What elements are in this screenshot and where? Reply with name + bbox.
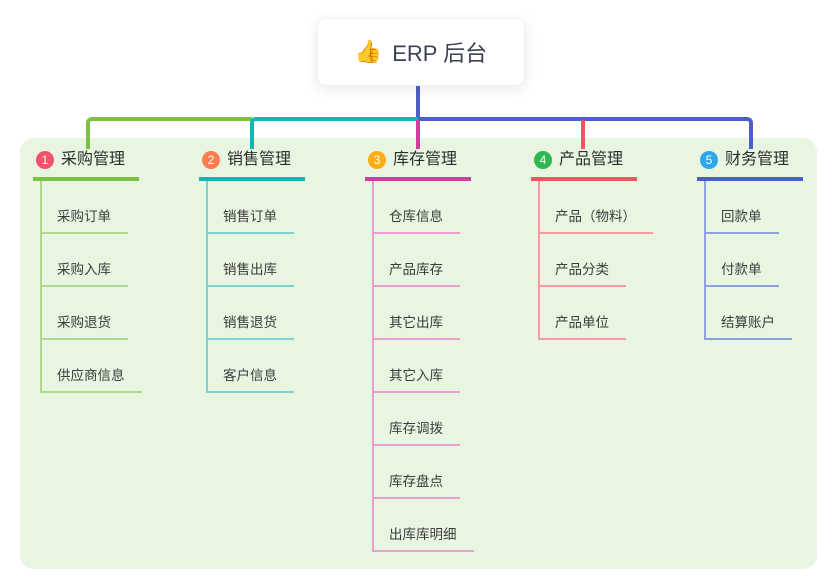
child-node-label: 产品分类 [540, 258, 626, 287]
branch-3: 3 库存管理仓库信息产品库存其它出库其它入库库存调拨库存盘点出库库明细 [365, 149, 474, 552]
child-node-label: 其它入库 [374, 364, 460, 393]
child-node[interactable]: 回款单 [704, 181, 803, 234]
child-node[interactable]: 付款单 [704, 234, 803, 287]
child-node[interactable]: 客户信息 [206, 340, 305, 393]
child-node[interactable]: 产品库存 [372, 234, 474, 287]
child-node-label: 出库库明细 [374, 523, 474, 552]
branch-4-children: 产品（物料） 产品分类产品单位 [538, 181, 653, 340]
child-node[interactable]: 库存调拨 [372, 393, 474, 446]
connector-branch-2 [250, 117, 418, 149]
child-node[interactable]: 库存盘点 [372, 446, 474, 499]
branch-label: 财务管理 [725, 151, 790, 168]
child-node[interactable]: 销售出库 [206, 234, 305, 287]
branch-1-children: 采购订单采购入库采购退货供应商信息 [40, 181, 142, 393]
connector-branch-3 [416, 120, 420, 149]
connector-root-trunk [416, 83, 420, 121]
child-node[interactable]: 销售退货 [206, 287, 305, 340]
child-node[interactable]: 结算账户 [704, 287, 803, 340]
child-node-label: 采购退货 [42, 311, 128, 340]
child-node-label: 销售退货 [208, 311, 294, 340]
branch-label: 采购管理 [61, 151, 126, 168]
branch-number-badge: 2 [202, 151, 220, 169]
child-node-label: 仓库信息 [374, 205, 460, 234]
branch-1-header[interactable]: 1 采购管理 [33, 149, 139, 181]
branch-2-children: 销售订单销售出库销售退货客户信息 [206, 181, 305, 393]
branch-2-header[interactable]: 2 销售管理 [199, 149, 305, 181]
connector-branch-4 [581, 120, 585, 149]
child-node[interactable]: 采购订单 [40, 181, 142, 234]
child-node[interactable]: 仓库信息 [372, 181, 474, 234]
child-node-label: 库存盘点 [374, 470, 460, 499]
child-node[interactable]: 销售订单 [206, 181, 305, 234]
branch-2: 2 销售管理销售订单销售出库销售退货客户信息 [199, 149, 305, 393]
branch-label: 库存管理 [393, 151, 458, 168]
branch-number-badge: 3 [368, 151, 386, 169]
branch-number-badge: 4 [534, 151, 552, 169]
branch-5-children: 回款单付款单结算账户 [704, 181, 803, 340]
child-node-label: 销售订单 [208, 205, 294, 234]
child-node[interactable]: 其它入库 [372, 340, 474, 393]
branch-3-children: 仓库信息产品库存其它出库其它入库库存调拨库存盘点出库库明细 [372, 181, 474, 552]
child-node-label: 产品单位 [540, 311, 626, 340]
branch-1: 1 采购管理采购订单采购入库采购退货供应商信息 [33, 149, 142, 393]
child-node-label: 结算账户 [706, 311, 792, 340]
thumbs-up-icon: 👍 [354, 39, 383, 64]
child-node-label: 供应商信息 [42, 364, 142, 393]
child-node-label: 客户信息 [208, 364, 294, 393]
child-node[interactable]: 产品（物料） [538, 181, 653, 234]
branch-number-badge: 1 [36, 151, 54, 169]
child-node-label: 采购入库 [42, 258, 128, 287]
child-node[interactable]: 其它出库 [372, 287, 474, 340]
child-node[interactable]: 供应商信息 [40, 340, 142, 393]
root-node[interactable]: 👍 ERP 后台 [317, 18, 525, 86]
child-node-label: 产品库存 [374, 258, 460, 287]
connector-branch-5 [420, 117, 753, 149]
branch-5-header[interactable]: 5 财务管理 [697, 149, 803, 181]
branch-3-header[interactable]: 3 库存管理 [365, 149, 471, 181]
child-node-label: 采购订单 [42, 205, 128, 234]
child-node[interactable]: 采购退货 [40, 287, 142, 340]
child-node[interactable]: 产品单位 [538, 287, 653, 340]
branch-label: 产品管理 [559, 151, 624, 168]
child-node-label: 其它出库 [374, 311, 460, 340]
child-node[interactable]: 采购入库 [40, 234, 142, 287]
child-node[interactable]: 出库库明细 [372, 499, 474, 552]
child-node-label: 库存调拨 [374, 417, 460, 446]
branch-5: 5 财务管理回款单付款单结算账户 [697, 149, 803, 340]
child-node[interactable]: 产品分类 [538, 234, 653, 287]
branch-4: 4 产品管理产品（物料） 产品分类产品单位 [531, 149, 653, 340]
branch-number-badge: 5 [700, 151, 718, 169]
child-node-label: 回款单 [706, 205, 779, 234]
child-node-label: 销售出库 [208, 258, 294, 287]
branch-label: 销售管理 [227, 151, 292, 168]
child-node-label: 产品（物料） [540, 205, 653, 234]
connector-branch-1 [86, 117, 252, 149]
root-node-label: ERP 后台 [392, 41, 488, 66]
child-node-label: 付款单 [706, 258, 779, 287]
branch-4-header[interactable]: 4 产品管理 [531, 149, 637, 181]
